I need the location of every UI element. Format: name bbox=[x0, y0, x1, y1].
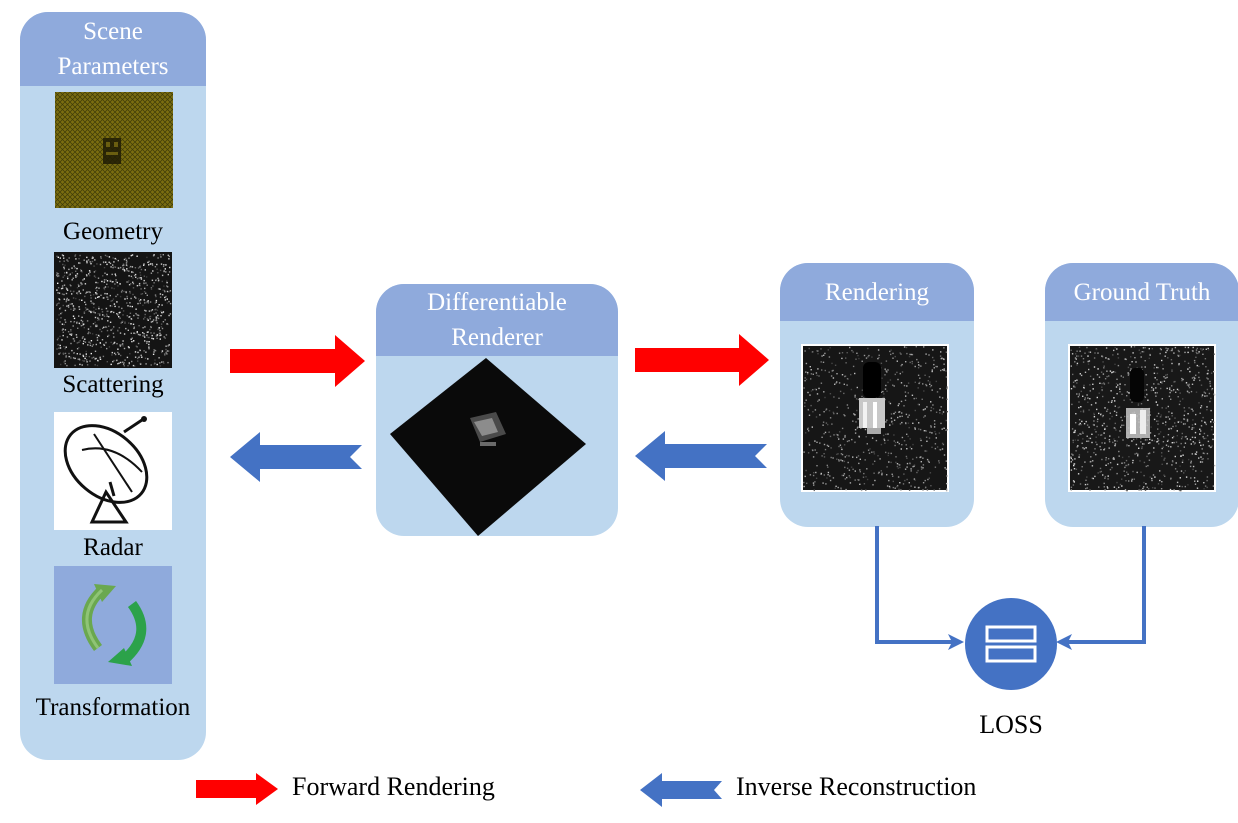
rendered-scene-image bbox=[390, 358, 586, 536]
radar-dish-icon bbox=[54, 412, 172, 530]
legend-forward-label: Forward Rendering bbox=[292, 772, 495, 801]
inverse-arrow-1 bbox=[230, 432, 362, 482]
radar-label: Radar bbox=[83, 534, 143, 561]
loss-label: LOSS bbox=[979, 710, 1043, 739]
forward-arrow-2 bbox=[635, 334, 769, 386]
scene-parameters-title: Scene Parameters bbox=[20, 12, 206, 86]
rendering-title: Rendering bbox=[780, 263, 974, 321]
legend-forward-arrow-icon bbox=[196, 773, 278, 805]
inverse-arrow-2 bbox=[635, 431, 767, 481]
geometry-mesh-icon bbox=[55, 92, 173, 208]
ground-truth-sar-image bbox=[1068, 344, 1216, 492]
forward-arrow-1 bbox=[230, 335, 365, 387]
transformation-label: Transformation bbox=[35, 694, 191, 721]
scene-parameters-panel: Scene Parameters Geometry Scattering Rad… bbox=[20, 12, 206, 760]
legend-inverse-arrow-icon bbox=[640, 773, 722, 807]
transformation-cycle-icon bbox=[54, 566, 172, 684]
renderer-title: Differentiable Renderer bbox=[376, 284, 618, 356]
ground-truth-title: Ground Truth bbox=[1045, 263, 1238, 321]
scattering-noise-icon bbox=[54, 252, 172, 368]
scattering-label: Scattering bbox=[62, 371, 164, 398]
loss-connectors bbox=[875, 526, 1146, 650]
legend-inverse-label: Inverse Reconstruction bbox=[736, 772, 977, 801]
geometry-label: Geometry bbox=[63, 218, 163, 245]
loss-equals-icon bbox=[965, 598, 1057, 690]
rendering-sar-image bbox=[801, 344, 949, 492]
